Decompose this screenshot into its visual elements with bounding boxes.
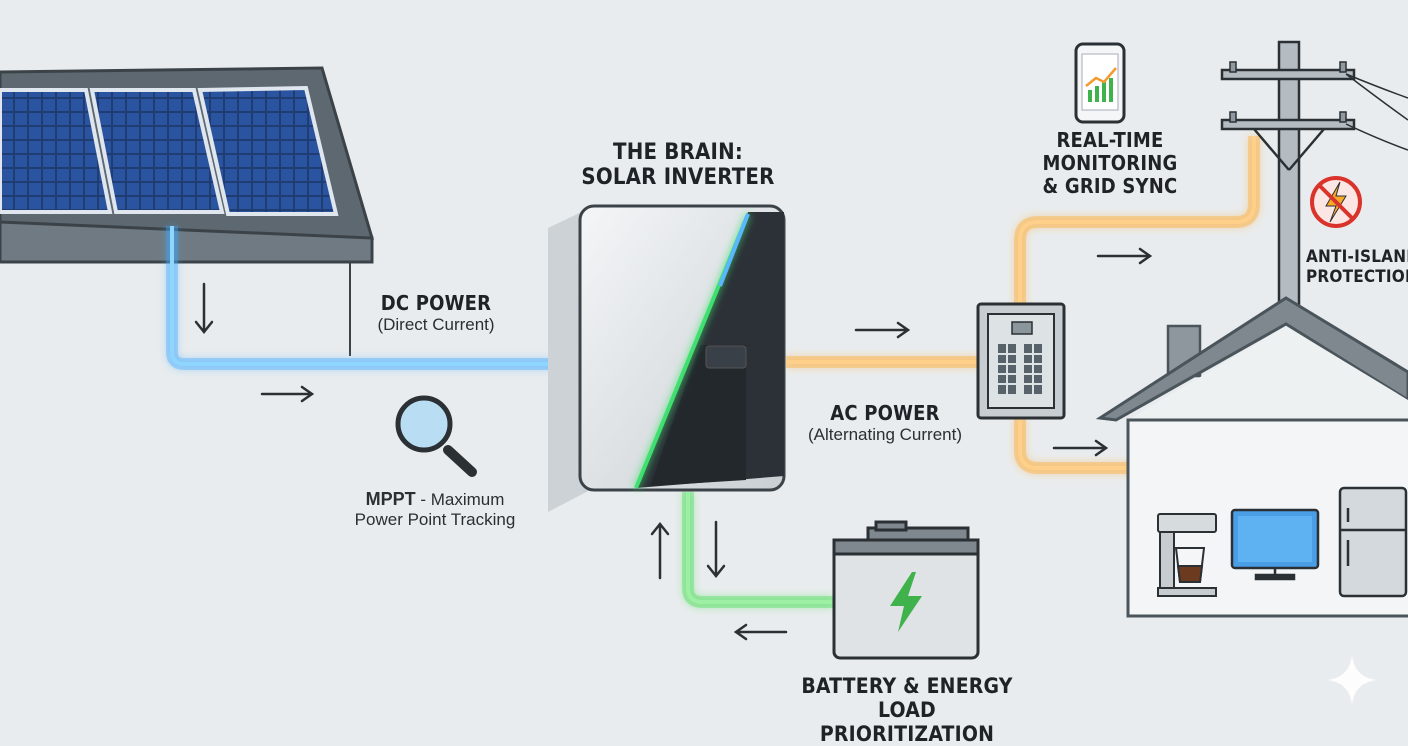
battery-line [682, 492, 834, 608]
mppt-label: MPPT - Maximum Power Point Tracking [340, 489, 530, 529]
ac-power-title: AC POWER [830, 401, 940, 425]
monitoring-line2: MONITORING [1042, 151, 1178, 175]
breaker-panel-icon [976, 302, 1066, 420]
battery-line1: BATTERY & ENERGY [801, 674, 1013, 698]
no-power-icon [1310, 176, 1362, 228]
brain-line1: THE BRAIN: [613, 140, 743, 165]
smartphone-chart-icon [1074, 42, 1126, 124]
dc-power-title: DC POWER [380, 291, 492, 315]
anti-line2: PROTECTION [1306, 266, 1408, 287]
dc-power-label: DC POWER (Direct Current) [362, 292, 510, 335]
brain-line2: SOLAR INVERTER [581, 165, 775, 191]
battery-line2: LOAD PRIORITIZATION [819, 698, 995, 746]
anti-line1: ANTI-ISLANDING [1306, 248, 1408, 267]
mppt-desc: - Maximum [415, 490, 505, 509]
monitoring-line3: & GRID SYNC [1042, 174, 1178, 198]
dc-power-subtitle: (Direct Current) [377, 315, 495, 334]
battery-label: BATTERY & ENERGY LOAD PRIORITIZATION [792, 674, 1022, 746]
utility-pole-icon [1220, 40, 1408, 308]
inverter-icon [548, 204, 786, 512]
sparkle-icon [1328, 656, 1376, 704]
brain-label: THE BRAIN: SOLAR INVERTER [560, 140, 796, 191]
anti-islanding-label: ANTI-ISLANDING PROTECTION [1306, 248, 1408, 287]
coffee-maker-icon [1157, 513, 1217, 597]
flow-arrows [194, 247, 1153, 641]
magnifier-icon [395, 395, 477, 477]
dc-power-line [166, 226, 580, 370]
solar-panel-icon [0, 66, 375, 356]
mppt-line2: Power Point Tracking [354, 509, 516, 529]
monitoring-line1: REAL-TIME [1056, 128, 1164, 152]
monitoring-label: REAL-TIME MONITORING & GRID SYNC [1036, 129, 1184, 198]
battery-icon [832, 520, 980, 660]
ac-power-subtitle: (Alternating Current) [807, 425, 962, 444]
mppt-acronym: MPPT [365, 489, 416, 509]
fridge-icon [1338, 486, 1408, 598]
monitor-icon [1230, 508, 1320, 581]
ac-power-label: AC POWER (Alternating Current) [796, 402, 974, 445]
